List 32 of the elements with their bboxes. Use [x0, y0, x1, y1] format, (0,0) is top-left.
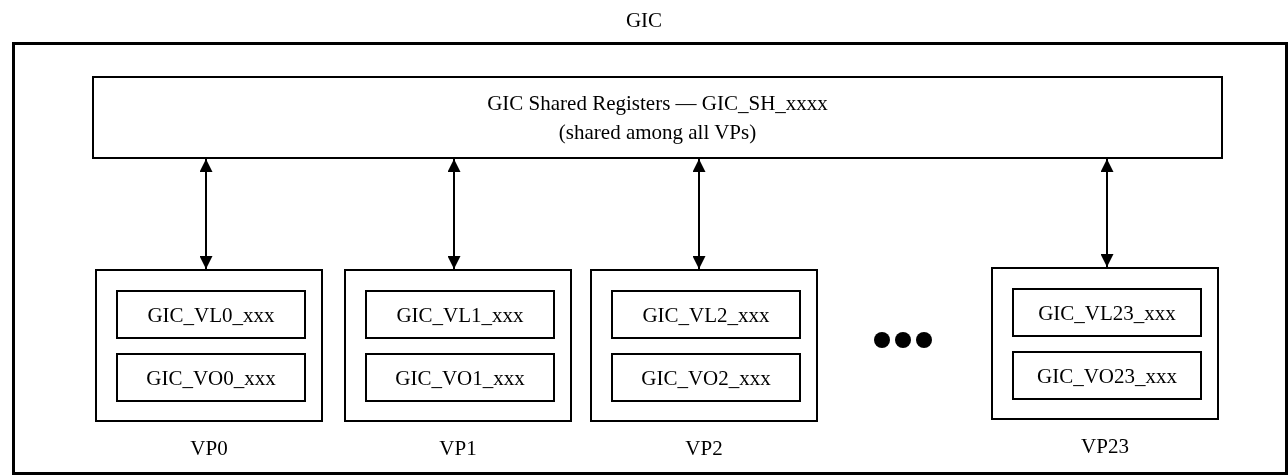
- processor-box: [344, 269, 572, 422]
- processor-box: [590, 269, 818, 422]
- block-title: GIC_VL23_xxx: [1038, 299, 1176, 326]
- register-box: [365, 290, 555, 339]
- block-title: GIC Shared Registers — GIC_SH_xxxx: [487, 89, 828, 117]
- register-box: [611, 353, 801, 402]
- block-title: GIC_VO1_xxx: [395, 364, 525, 391]
- container-title: GIC: [624, 8, 664, 32]
- block-title: GIC_VL2_xxx: [642, 301, 770, 328]
- processor-label: VP2: [684, 436, 724, 460]
- processor-label: VP23: [1080, 434, 1130, 458]
- bidirectional-arrow: [447, 158, 461, 270]
- bidirectional-arrow: [199, 158, 213, 270]
- register-box: [116, 290, 306, 339]
- processor-box: [991, 267, 1219, 420]
- block-title: GIC_VL0_xxx: [147, 301, 275, 328]
- register-box: [1012, 288, 1202, 337]
- block-title: GIC_VL1_xxx: [396, 301, 524, 328]
- processor-label: VP0: [189, 436, 229, 460]
- processor-label: VP1: [438, 436, 478, 460]
- bidirectional-arrow: [1100, 158, 1114, 268]
- block-title: GIC_VO2_xxx: [641, 364, 771, 391]
- register-box: [365, 353, 555, 402]
- shared-register-block: [92, 76, 1223, 159]
- block-title: GIC_VO0_xxx: [146, 364, 276, 391]
- register-box: [116, 353, 306, 402]
- register-box: [611, 290, 801, 339]
- bidirectional-arrow: [692, 158, 706, 270]
- processor-box: [95, 269, 323, 422]
- block-subtitle: (shared among all VPs): [558, 118, 757, 146]
- register-box: [1012, 351, 1202, 400]
- block-title: GIC_VO23_xxx: [1037, 362, 1177, 389]
